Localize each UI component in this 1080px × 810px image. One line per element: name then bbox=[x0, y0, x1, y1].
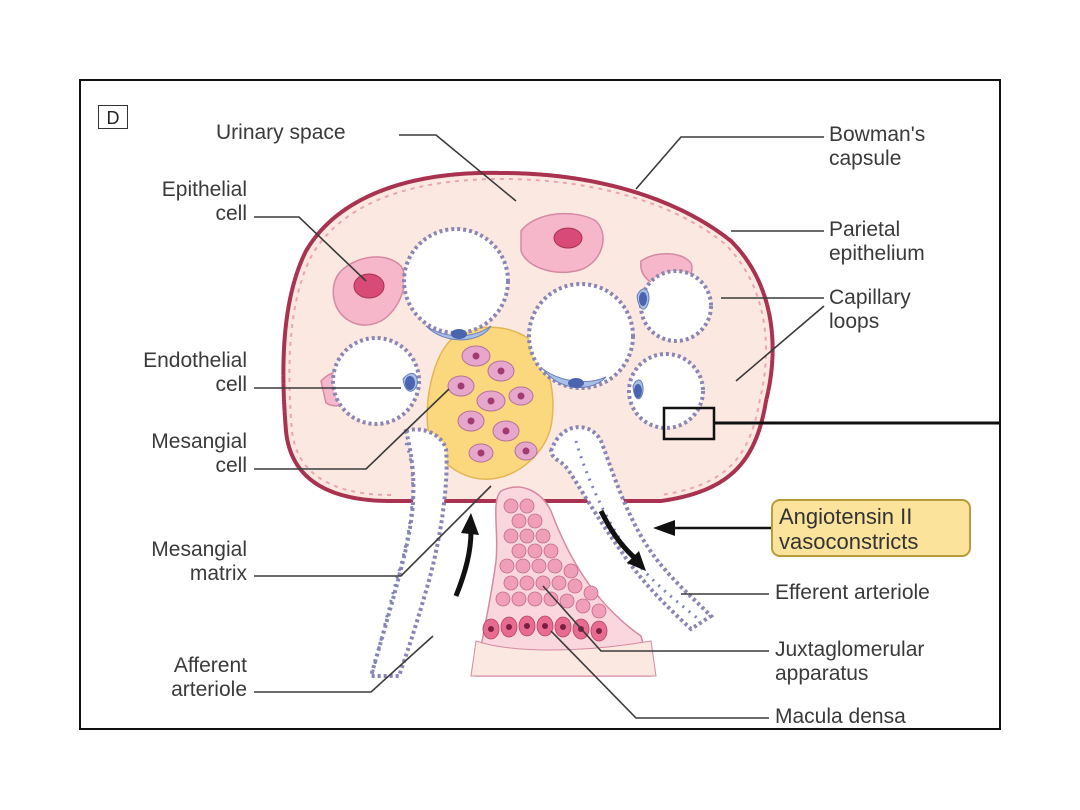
label-bowmans-capsule: Bowman's capsule bbox=[829, 123, 926, 170]
figure-frame: D Urinary space Bowman's capsule Epithel… bbox=[79, 79, 1001, 730]
label-capillary-loops: Capillary loops bbox=[829, 286, 911, 333]
epithelial-nucleus bbox=[353, 273, 385, 299]
label-afferent-arteriole: Afferent arteriole bbox=[171, 654, 247, 701]
efferent-arteriole-shape bbox=[548, 425, 715, 632]
glomerulus-diagram bbox=[254, 134, 999, 719]
leader-lines bbox=[254, 134, 825, 719]
mesangial-cells bbox=[447, 345, 538, 463]
label-efferent-arteriole: Efferent arteriole bbox=[775, 581, 930, 604]
label-endothelial-cell: Endothelial cell bbox=[143, 349, 247, 396]
label-mesangial-cell: Mesangial cell bbox=[151, 430, 247, 477]
jg-cells bbox=[495, 498, 607, 619]
panel-letter: D bbox=[98, 105, 128, 129]
capillary-loops-shapes bbox=[331, 227, 713, 430]
afferent-flow-arrow bbox=[453, 530, 474, 597]
label-urinary-space: Urinary space bbox=[216, 121, 346, 144]
label-parietal-epithelium: Parietal epithelium bbox=[829, 218, 925, 265]
label-epithelial-cell: Epithelial cell bbox=[161, 178, 247, 225]
angiotensin-callout: Angiotensin II vasoconstricts bbox=[771, 499, 971, 557]
label-juxtaglomerular-apparatus: Juxtaglomerular apparatus bbox=[775, 638, 925, 685]
efferent-flow-arrow bbox=[598, 509, 638, 561]
label-mesangial-matrix: Mesangial matrix bbox=[151, 538, 247, 585]
label-macula-densa: Macula densa bbox=[775, 705, 906, 728]
